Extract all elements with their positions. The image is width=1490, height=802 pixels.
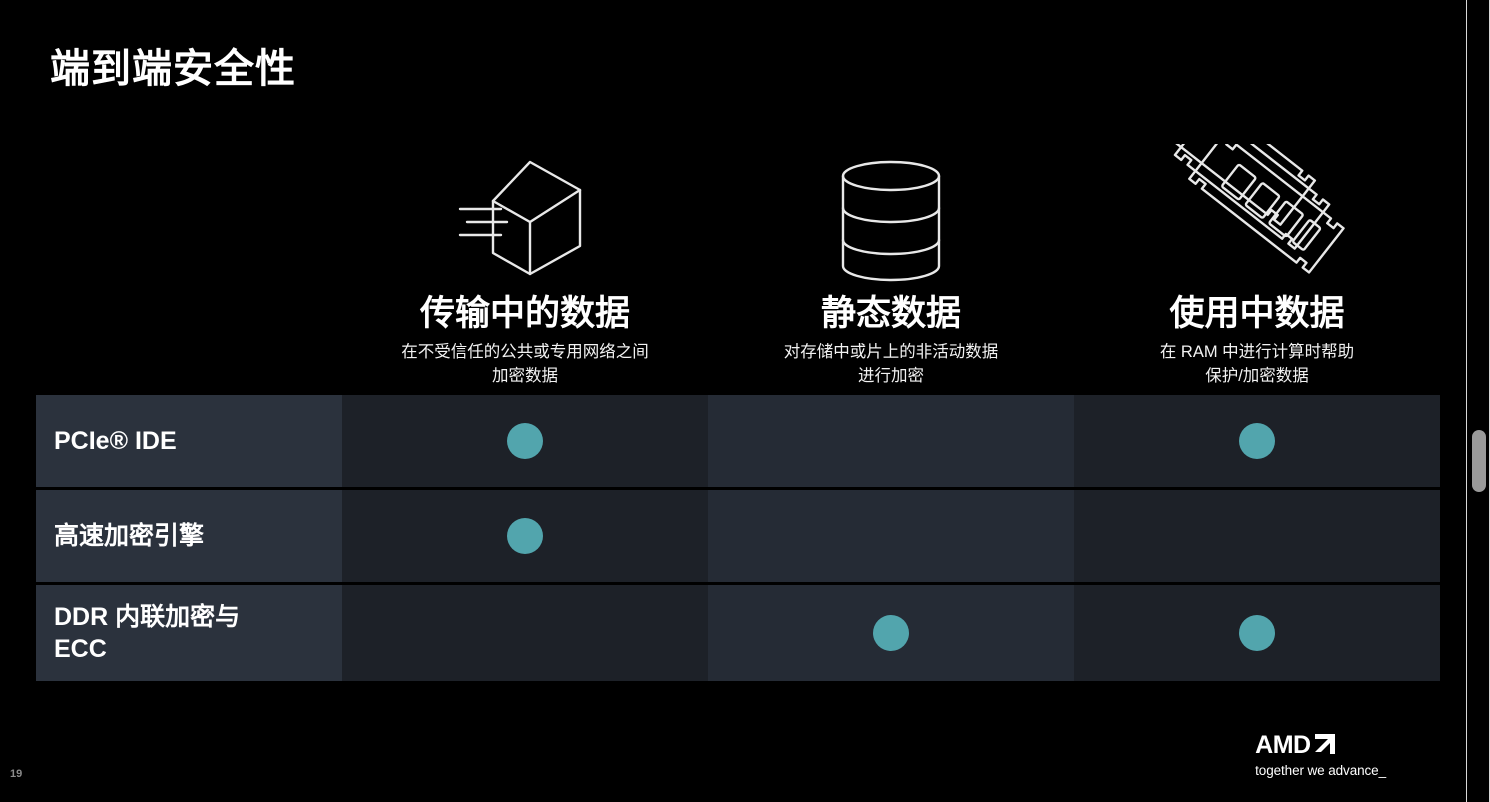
cell-row1-col2 (708, 395, 1074, 487)
feature-matrix-table: PCIe® IDE 高速加密引擎 (36, 395, 1440, 681)
column-subtitle-line-2: 进行加密 (858, 367, 924, 386)
amd-wordmark-text: AMD (1255, 731, 1311, 759)
page-number: 19 (10, 768, 23, 780)
row-label-text: PCIe® IDE (54, 426, 177, 455)
column-subtitle-line-1: 在 RAM 中进行计算时帮助 (1159, 343, 1355, 362)
amd-arrow-icon (1314, 734, 1335, 754)
vertical-scrollbar[interactable] (1466, 0, 1490, 802)
row-label-text-line-1: DDR 内联加密与 (54, 602, 241, 631)
column-subtitle: 对存储中或片上的非活动数据 进行加密 (784, 341, 999, 389)
support-dot (873, 615, 909, 651)
column-subtitle: 在不受信任的公共或专用网络之间 加密数据 (401, 341, 649, 389)
support-dot-empty (507, 615, 543, 651)
cell-row3-col3 (1074, 585, 1440, 681)
column-header-data-in-transit: 传输中的数据 在不受信任的公共或专用网络之间 加密数据 (342, 110, 708, 395)
row-label-text: 高速加密引擎 (54, 521, 205, 550)
column-subtitle-line-2: 保护/加密数据 (1205, 367, 1309, 386)
column-subtitle-line-1: 在不受信任的公共或专用网络之间 (401, 343, 649, 362)
column-header-data-in-use: 使用中数据 在 RAM 中进行计算时帮助 保护/加密数据 (1074, 110, 1440, 395)
cell-row1-col3 (1074, 395, 1440, 487)
cube-in-transit-icon (455, 144, 595, 284)
amd-tagline: together we advance_ (1255, 763, 1386, 778)
table-row: DDR 内联加密与 ECC (36, 585, 1440, 681)
cell-row2-col3 (1074, 490, 1440, 582)
memory-dimm-icon (1168, 144, 1346, 284)
support-dot (507, 518, 543, 554)
row-label-text: DDR 内联加密与 ECC (54, 601, 240, 666)
support-dot (1239, 423, 1275, 459)
row-label-ddr-inline-encryption-ecc: DDR 内联加密与 ECC (36, 585, 342, 681)
row-label-pcie-ide: PCIe® IDE (36, 395, 342, 487)
support-dot (507, 423, 543, 459)
column-title: 传输中的数据 (419, 294, 630, 334)
column-title: 静态数据 (820, 294, 961, 334)
scrollbar-thumb[interactable] (1472, 430, 1486, 492)
table-row: PCIe® IDE (36, 395, 1440, 487)
cell-row1-col1 (342, 395, 708, 487)
column-header-data-at-rest: 静态数据 对存储中或片上的非活动数据 进行加密 (708, 110, 1074, 395)
table-row: 高速加密引擎 (36, 490, 1440, 582)
cell-row2-col2 (708, 490, 1074, 582)
page-title: 端到端安全性 (50, 47, 296, 91)
database-stack-icon (835, 144, 947, 284)
column-subtitle-line-1: 对存储中或片上的非活动数据 (783, 343, 999, 362)
support-dot-empty (873, 423, 909, 459)
cell-row3-col1 (342, 585, 708, 681)
amd-logo: AMD together we advance_ (1255, 733, 1386, 779)
support-dot-empty (873, 518, 909, 554)
column-subtitle-line-2: 加密数据 (492, 367, 558, 386)
amd-wordmark: AMD (1255, 733, 1386, 758)
row-label-high-speed-crypto-engine: 高速加密引擎 (36, 490, 342, 582)
row-label-text-line-2: ECC (54, 635, 107, 663)
column-subtitle: 在 RAM 中进行计算时帮助 保护/加密数据 (1160, 341, 1354, 389)
cell-row2-col1 (342, 490, 708, 582)
column-title: 使用中数据 (1169, 294, 1345, 334)
cell-row3-col2 (708, 585, 1074, 681)
support-dot (1239, 615, 1275, 651)
support-dot-empty (1239, 518, 1275, 554)
column-headers: 传输中的数据 在不受信任的公共或专用网络之间 加密数据 静态数据 对存储中或片上… (342, 110, 1440, 395)
